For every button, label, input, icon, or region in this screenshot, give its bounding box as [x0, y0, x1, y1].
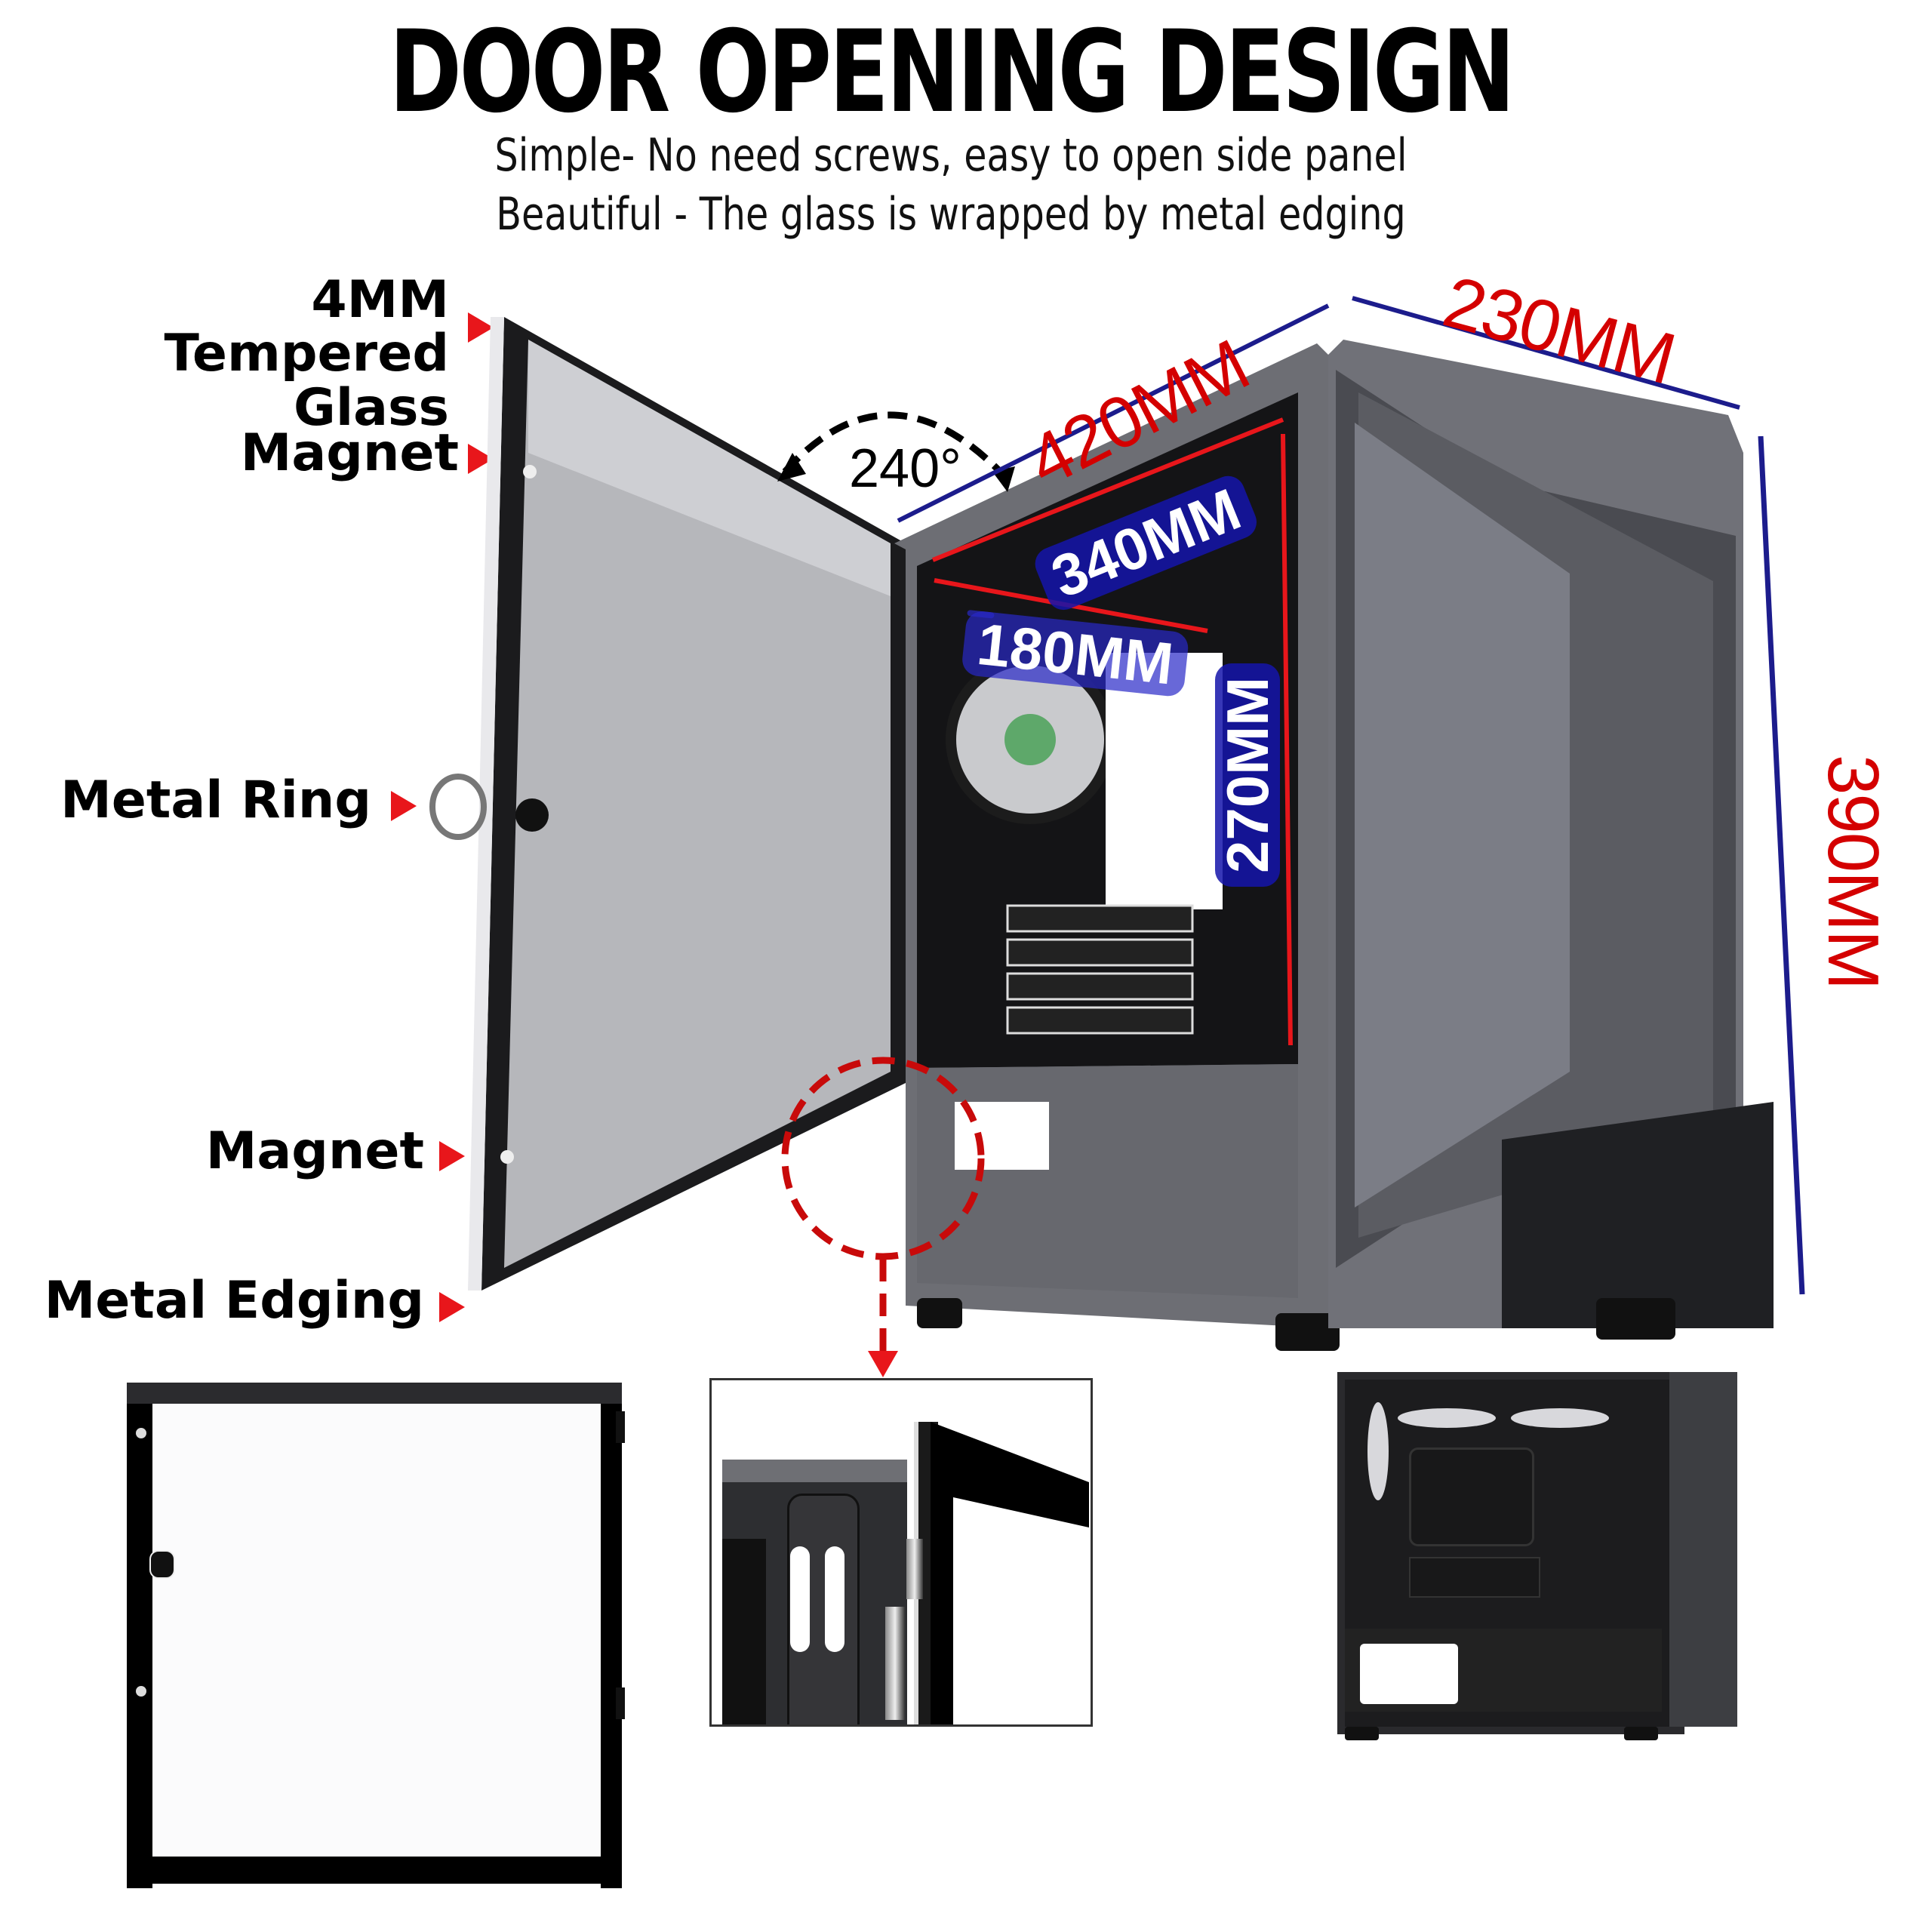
case-interior-view: [1337, 1372, 1866, 1900]
callout-tempered-glass-line-1: 4MM: [311, 270, 449, 330]
metal-ring-icon: [149, 1550, 175, 1579]
magnet-dot-icon: [136, 1428, 146, 1438]
dimension-line-height: [1758, 435, 1805, 1295]
callout-arrow-icon: [439, 1292, 465, 1322]
clearance-line-gpu: [931, 417, 1284, 562]
dimension-line-width: [1352, 296, 1740, 410]
magnet-dot-icon: [523, 465, 537, 478]
badge-radiator-height: 270MM: [1214, 663, 1281, 887]
callout-arrow-icon: [468, 312, 494, 343]
hinge-icon: [616, 1411, 625, 1443]
subtitle-line-2: Beautiful - The glass is wrapped by meta…: [496, 188, 1406, 241]
door-angle-label: 240°: [849, 438, 961, 500]
case-front-panel: [1328, 340, 1774, 1340]
callout-arrow-icon: [391, 791, 417, 821]
clearance-line-radiator: [1281, 433, 1293, 1046]
page-title: DOOR OPENING DESIGN: [389, 7, 1515, 138]
arc-arrowhead-icon: [777, 453, 806, 481]
arrow-down-icon: [868, 1351, 898, 1377]
dimension-line-length: [897, 303, 1330, 523]
metal-ring-icon: [429, 774, 487, 840]
hinge-closeup: [709, 1378, 1093, 1727]
callout-tempered-glass-line-2: Tempered Glass: [164, 324, 449, 438]
door-panel-front-view: [127, 1383, 629, 1903]
case-open-side: [894, 343, 1340, 1351]
callout-magnet-top: Magnet: [240, 423, 459, 483]
callout-metal-ring: Metal Ring: [60, 771, 371, 830]
door-angle-arc: [782, 411, 1011, 482]
callout-tempered-glass: 4MM Tempered Glass: [0, 273, 449, 435]
callout-magnet-bottom: Magnet: [205, 1121, 424, 1181]
glass-door: [429, 317, 906, 1291]
dimension-height-label: 390MM: [1813, 755, 1894, 989]
hinge-zoom-circle: [781, 1057, 985, 1260]
callout-arrow-icon: [439, 1141, 465, 1171]
subtitle-line-1: Simple- No need screws, easy to open sid…: [494, 129, 1407, 182]
hinge-icon: [616, 1687, 625, 1719]
magnet-dot-icon: [136, 1686, 146, 1697]
callout-metal-edging: Metal Edging: [44, 1271, 424, 1331]
door-angle-value: 240°: [849, 438, 961, 499]
magnet-dot-icon: [500, 1150, 514, 1164]
